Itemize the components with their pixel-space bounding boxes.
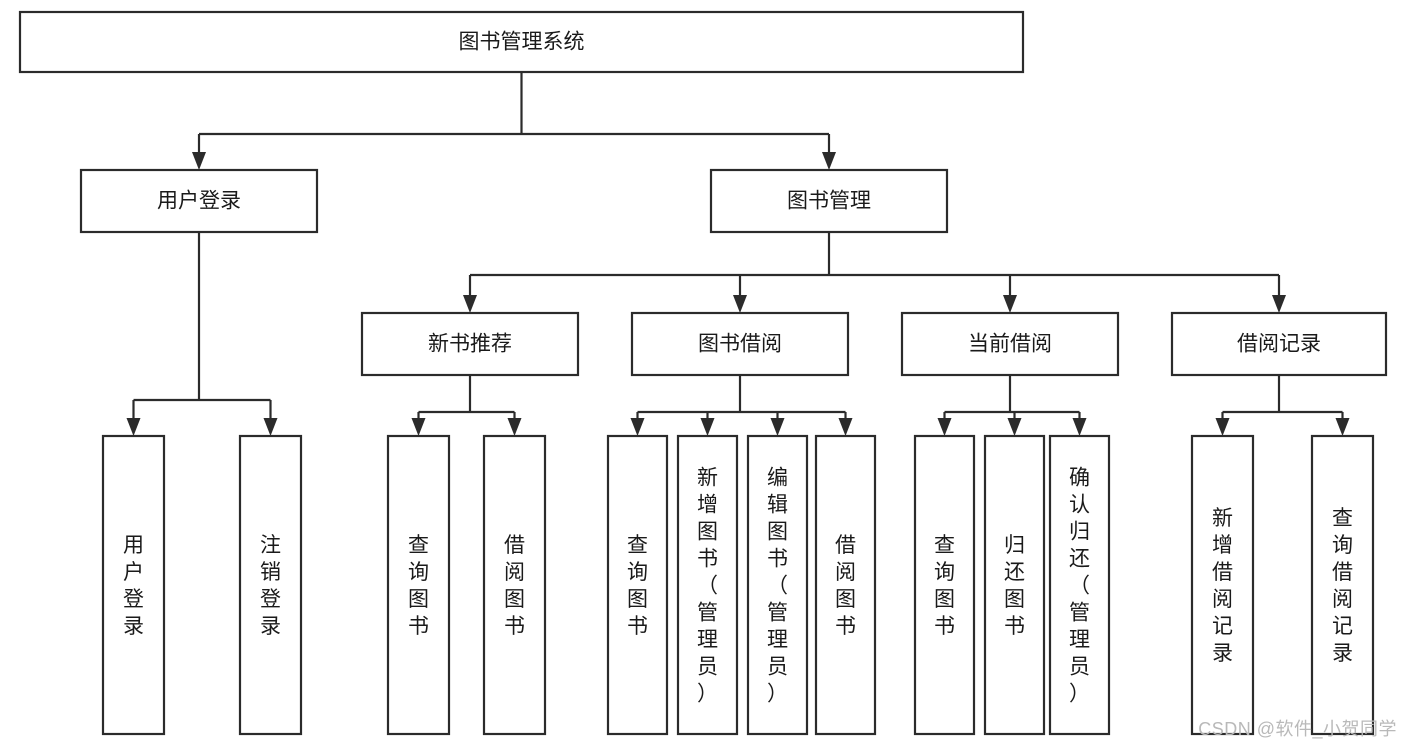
arrow-head-icon bbox=[1003, 295, 1017, 313]
arrow-head-icon bbox=[822, 152, 836, 170]
node-book-borrow[interactable]: 图书借阅 bbox=[630, 311, 850, 377]
connector-layer bbox=[126, 72, 1350, 436]
node-leaf-borrow-book-2[interactable]: 借阅图书 bbox=[814, 434, 877, 736]
node-leaf-query-record[interactable]: 查询借阅记录 bbox=[1310, 434, 1375, 736]
arrow-head-icon bbox=[1072, 418, 1087, 436]
node-label: 借阅记录 bbox=[1237, 333, 1321, 356]
node-leaf-edit-book[interactable]: 编辑图书（管理员） bbox=[746, 434, 809, 736]
node-user-login[interactable]: 用户登录 bbox=[79, 168, 319, 234]
node-leaf-add-book[interactable]: 新增图书（管理员） bbox=[676, 434, 739, 736]
node-label: 查询图书 bbox=[934, 534, 955, 638]
arrow-head-icon bbox=[1215, 418, 1230, 436]
node-leaf-user-logout[interactable]: 注销登录 bbox=[238, 434, 303, 736]
node-leaf-user-login[interactable]: 用户登录 bbox=[101, 434, 166, 736]
node-label: 借阅图书 bbox=[835, 534, 856, 638]
arrow-head-icon bbox=[1335, 418, 1350, 436]
arrow-head-icon bbox=[770, 418, 785, 436]
node-label: 借阅图书 bbox=[504, 534, 525, 638]
node-root-图书管理系统[interactable]: 图书管理系统 bbox=[18, 10, 1025, 74]
node-current-borrow[interactable]: 当前借阅 bbox=[900, 311, 1120, 377]
node-label: 注销登录 bbox=[260, 534, 281, 638]
arrow-head-icon bbox=[1272, 295, 1286, 313]
arrow-head-icon bbox=[463, 295, 477, 313]
arrow-head-icon bbox=[126, 418, 141, 436]
node-label: 归还图书 bbox=[1004, 534, 1025, 638]
arrow-head-icon bbox=[1007, 418, 1022, 436]
arrow-head-icon bbox=[507, 418, 522, 436]
node-label: 新书推荐 bbox=[428, 333, 512, 356]
node-label: 编辑图书（管理员） bbox=[767, 467, 788, 706]
node-borrow-record[interactable]: 借阅记录 bbox=[1170, 311, 1388, 377]
node-leaf-add-record[interactable]: 新增借阅记录 bbox=[1190, 434, 1255, 736]
node-label: 用户登录 bbox=[123, 534, 144, 638]
node-leaf-confirm-return[interactable]: 确认归还（管理员） bbox=[1048, 434, 1111, 736]
node-label: 查询借阅记录 bbox=[1332, 507, 1353, 665]
arrow-head-icon bbox=[733, 295, 747, 313]
arrow-head-icon bbox=[630, 418, 645, 436]
node-label: 图书管理 bbox=[787, 190, 871, 213]
node-book-manage[interactable]: 图书管理 bbox=[709, 168, 949, 234]
node-label: 查询图书 bbox=[627, 534, 648, 638]
arrow-head-icon bbox=[700, 418, 715, 436]
node-label: 当前借阅 bbox=[968, 333, 1052, 356]
node-leaf-return-book[interactable]: 归还图书 bbox=[983, 434, 1046, 736]
node-leaf-borrow-book-1[interactable]: 借阅图书 bbox=[482, 434, 547, 736]
node-label: 图书借阅 bbox=[698, 333, 782, 356]
watermark-text: CSDN @软件_小贺同学 bbox=[1198, 719, 1397, 739]
arrow-head-icon bbox=[838, 418, 853, 436]
node-leaf-query-book-1[interactable]: 查询图书 bbox=[386, 434, 451, 736]
arrow-head-icon bbox=[937, 418, 952, 436]
node-label: 图书管理系统 bbox=[459, 31, 585, 54]
arrow-head-icon bbox=[263, 418, 278, 436]
node-new-book-recommend[interactable]: 新书推荐 bbox=[360, 311, 580, 377]
node-label: 查询图书 bbox=[408, 534, 429, 638]
node-layer: 图书管理系统用户登录图书管理新书推荐图书借阅当前借阅借阅记录用户登录注销登录查询… bbox=[18, 10, 1388, 736]
node-label: 新增借阅记录 bbox=[1212, 507, 1233, 665]
node-label: 确认归还（管理员） bbox=[1069, 467, 1090, 706]
arrow-head-icon bbox=[411, 418, 426, 436]
arrow-head-icon bbox=[192, 152, 206, 170]
node-leaf-query-book-2[interactable]: 查询图书 bbox=[606, 434, 669, 736]
node-leaf-query-book-3[interactable]: 查询图书 bbox=[913, 434, 976, 736]
node-label: 新增图书（管理员） bbox=[697, 467, 718, 706]
node-label: 用户登录 bbox=[157, 190, 241, 213]
